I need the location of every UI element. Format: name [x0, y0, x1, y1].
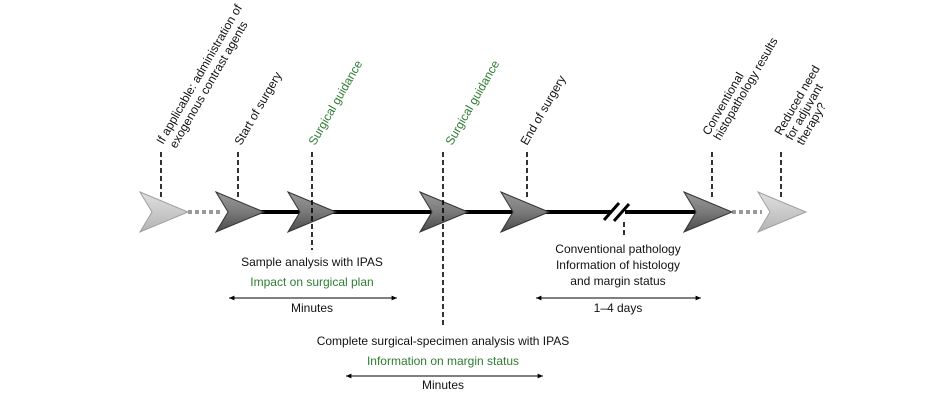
chevron-arrow-icon-3 [418, 190, 470, 234]
timeline-break-slash-1 [602, 202, 621, 221]
label-contrast-line1: If applicable: administration of [153, 1, 245, 146]
label-surgical-guidance-2: Surgical guidance [442, 58, 502, 148]
pathology-line3: and margin status [570, 274, 665, 288]
specimen-duration-label: Minutes [422, 378, 464, 392]
chevron-arrow-icon-4 [499, 190, 551, 234]
label-conventional-line2: histopathology results [710, 35, 780, 143]
label-surgical-guidance-1: Surgical guidance [305, 58, 365, 148]
specimen-analysis-subtitle: Information on margin status [367, 354, 519, 368]
chevron-arrow-icon-start [138, 190, 190, 234]
label-start-surgery: Start of surgery [231, 69, 284, 147]
label-end-surgery: End of surgery [517, 73, 568, 148]
pathology-duration-label: 1–4 days [594, 301, 643, 315]
sample-analysis-title: Sample analysis with IPAS [241, 255, 383, 269]
specimen-analysis-title: Complete surgical-specimen analysis with… [317, 334, 570, 348]
chevron-arrow-icon-end [756, 190, 808, 234]
pathology-line2: Information of histology [556, 258, 680, 272]
chevron-arrow-icon-1 [214, 190, 266, 234]
sample-analysis-subtitle: Impact on surgical plan [250, 275, 373, 289]
timeline-break-slash-2 [612, 203, 631, 222]
chevron-arrow-icon-5 [682, 190, 734, 234]
pathology-line1: Conventional pathology [555, 242, 680, 256]
sample-duration-label: Minutes [291, 301, 333, 315]
